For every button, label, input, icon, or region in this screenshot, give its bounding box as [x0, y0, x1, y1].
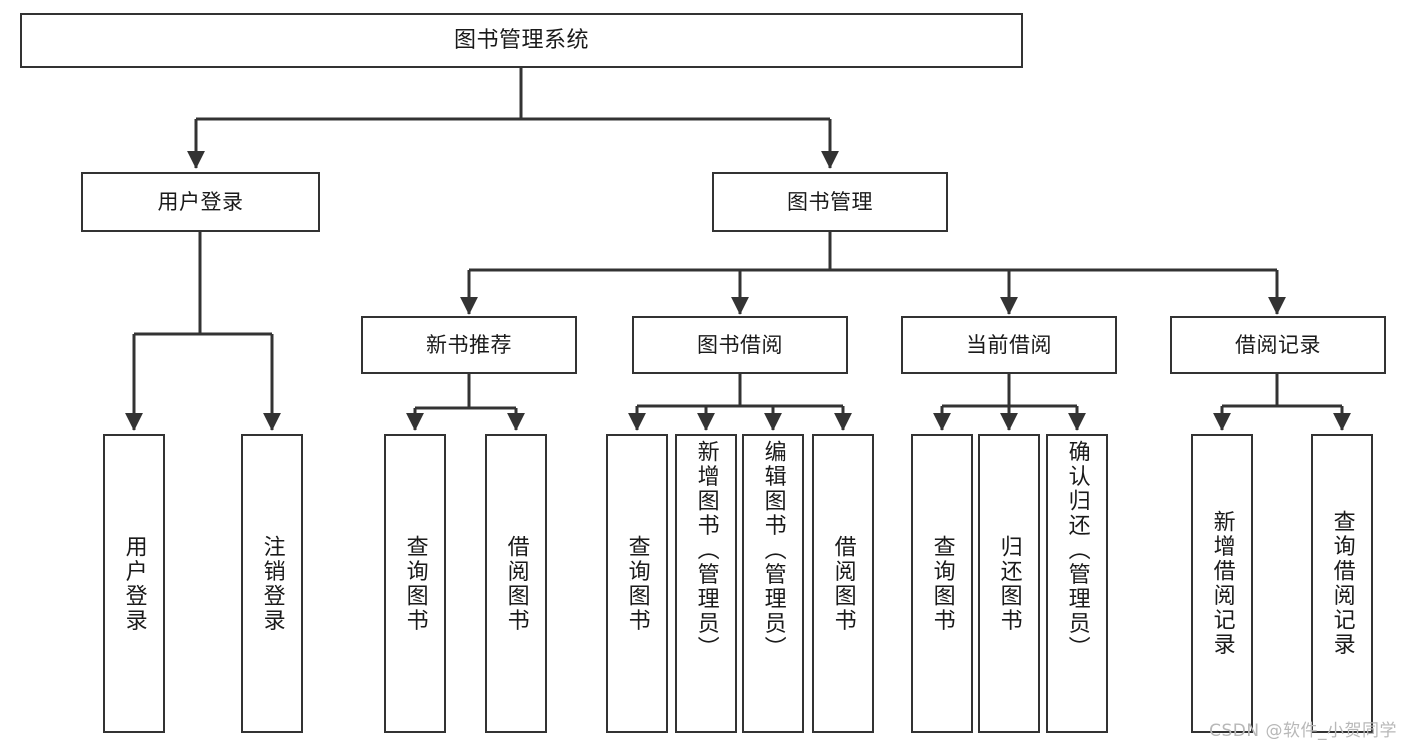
node-leaf-confirm-return[interactable]: 确认归还（管理员）: [1046, 434, 1108, 733]
node-leaf-query-record[interactable]: 查询借阅记录: [1311, 434, 1373, 733]
node-leaf-borrow-book-1[interactable]: 借阅图书: [485, 434, 547, 733]
node-leaf-return-book-label: 归还图书: [996, 534, 1022, 633]
node-leaf-confirm-return-label: 确认归还（管理员）: [1064, 440, 1090, 661]
node-leaf-add-book[interactable]: 新增图书（管理员）: [675, 434, 737, 733]
node-leaf-borrow-book-1-label: 借阅图书: [503, 534, 529, 633]
node-current-borrow[interactable]: 当前借阅: [901, 316, 1117, 374]
node-root-label: 图书管理系统: [453, 27, 589, 53]
node-leaf-add-book-label: 新增图书（管理员）: [693, 440, 719, 661]
node-leaf-add-record-label: 新增借阅记录: [1209, 510, 1235, 657]
node-leaf-borrow-book-2[interactable]: 借阅图书: [812, 434, 874, 733]
node-leaf-query-book-1[interactable]: 查询图书: [384, 434, 446, 733]
node-leaf-user-login-label: 用户登录: [121, 534, 147, 633]
node-new-book-recommend-label: 新书推荐: [426, 332, 512, 357]
node-new-book-recommend[interactable]: 新书推荐: [361, 316, 577, 374]
node-leaf-add-record[interactable]: 新增借阅记录: [1191, 434, 1253, 733]
node-borrow-record[interactable]: 借阅记录: [1170, 316, 1386, 374]
node-book-borrow[interactable]: 图书借阅: [632, 316, 848, 374]
node-leaf-user-login[interactable]: 用户登录: [103, 434, 165, 733]
node-leaf-query-book-2-label: 查询图书: [624, 534, 650, 633]
node-leaf-query-book-2[interactable]: 查询图书: [606, 434, 668, 733]
node-book-borrow-label: 图书借阅: [697, 332, 783, 357]
node-current-borrow-label: 当前借阅: [966, 332, 1052, 357]
node-user-login[interactable]: 用户登录: [81, 172, 320, 232]
node-borrow-record-label: 借阅记录: [1235, 332, 1321, 357]
node-leaf-borrow-book-2-label: 借阅图书: [830, 534, 856, 633]
node-root[interactable]: 图书管理系统: [20, 13, 1023, 68]
node-book-manage[interactable]: 图书管理: [712, 172, 948, 232]
node-user-login-label: 用户登录: [157, 189, 244, 214]
node-leaf-query-record-label: 查询借阅记录: [1329, 510, 1355, 657]
node-leaf-user-logout-label: 注销登录: [259, 534, 285, 633]
node-leaf-query-book-3[interactable]: 查询图书: [911, 434, 973, 733]
node-book-manage-label: 图书管理: [787, 189, 873, 214]
node-leaf-query-book-3-label: 查询图书: [929, 534, 955, 633]
node-leaf-edit-book[interactable]: 编辑图书（管理员）: [742, 434, 804, 733]
node-leaf-user-logout[interactable]: 注销登录: [241, 434, 303, 733]
node-leaf-edit-book-label: 编辑图书（管理员）: [760, 440, 786, 661]
node-leaf-return-book[interactable]: 归还图书: [978, 434, 1040, 733]
node-leaf-query-book-1-label: 查询图书: [402, 534, 428, 633]
